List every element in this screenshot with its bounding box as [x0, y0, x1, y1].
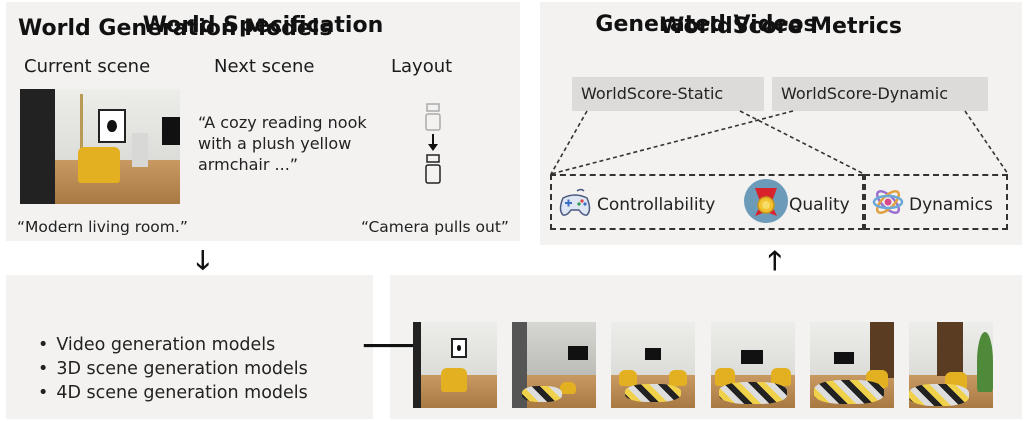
quality-label: Quality [789, 195, 850, 215]
model-bullet: 4D scene generation models [38, 383, 307, 403]
down-arrow-icon: 🡓 [196, 246, 210, 276]
up-arrow-icon: 🡑 [768, 246, 782, 276]
video-frame [611, 322, 695, 408]
current-scene-label: Current scene [24, 56, 151, 77]
generated-videos-title: Generated Videos [595, 12, 817, 37]
next-scene-text: “A cozy reading nook with a plush yellow… [198, 113, 367, 174]
worldscore-metrics-title: WorldScore Metrics [659, 14, 903, 39]
layout-caption: “Camera pulls out” [361, 218, 509, 236]
next-scene-label: Next scene [214, 56, 315, 77]
gamepad-icon [559, 188, 591, 216]
world-generation-models-title: World Generation Models [18, 16, 333, 41]
dynamic-metrics-box [864, 174, 1008, 230]
video-frame [413, 322, 497, 408]
static-metrics-box [550, 174, 864, 230]
model-bullet: Video generation models [38, 335, 275, 355]
medal-icon [744, 179, 788, 223]
camera-layout-icon [425, 103, 441, 184]
video-frame [711, 322, 795, 408]
model-bullet: 3D scene generation models [38, 359, 307, 379]
world-specification-title: World Specification [142, 13, 384, 38]
video-frame [512, 322, 596, 408]
video-frame [810, 322, 894, 408]
current-scene-caption: “Modern living room.” [17, 218, 188, 236]
controllability-label: Controllability [597, 195, 716, 215]
current-scene-image [20, 89, 180, 204]
worldscore-static-tag: WorldScore-Static [572, 77, 764, 111]
video-frame [909, 322, 993, 408]
worldscore-dynamic-tag: WorldScore-Dynamic [772, 77, 988, 111]
atom-icon [872, 189, 904, 215]
dynamics-label: Dynamics [909, 195, 993, 215]
layout-label: Layout [391, 56, 453, 77]
